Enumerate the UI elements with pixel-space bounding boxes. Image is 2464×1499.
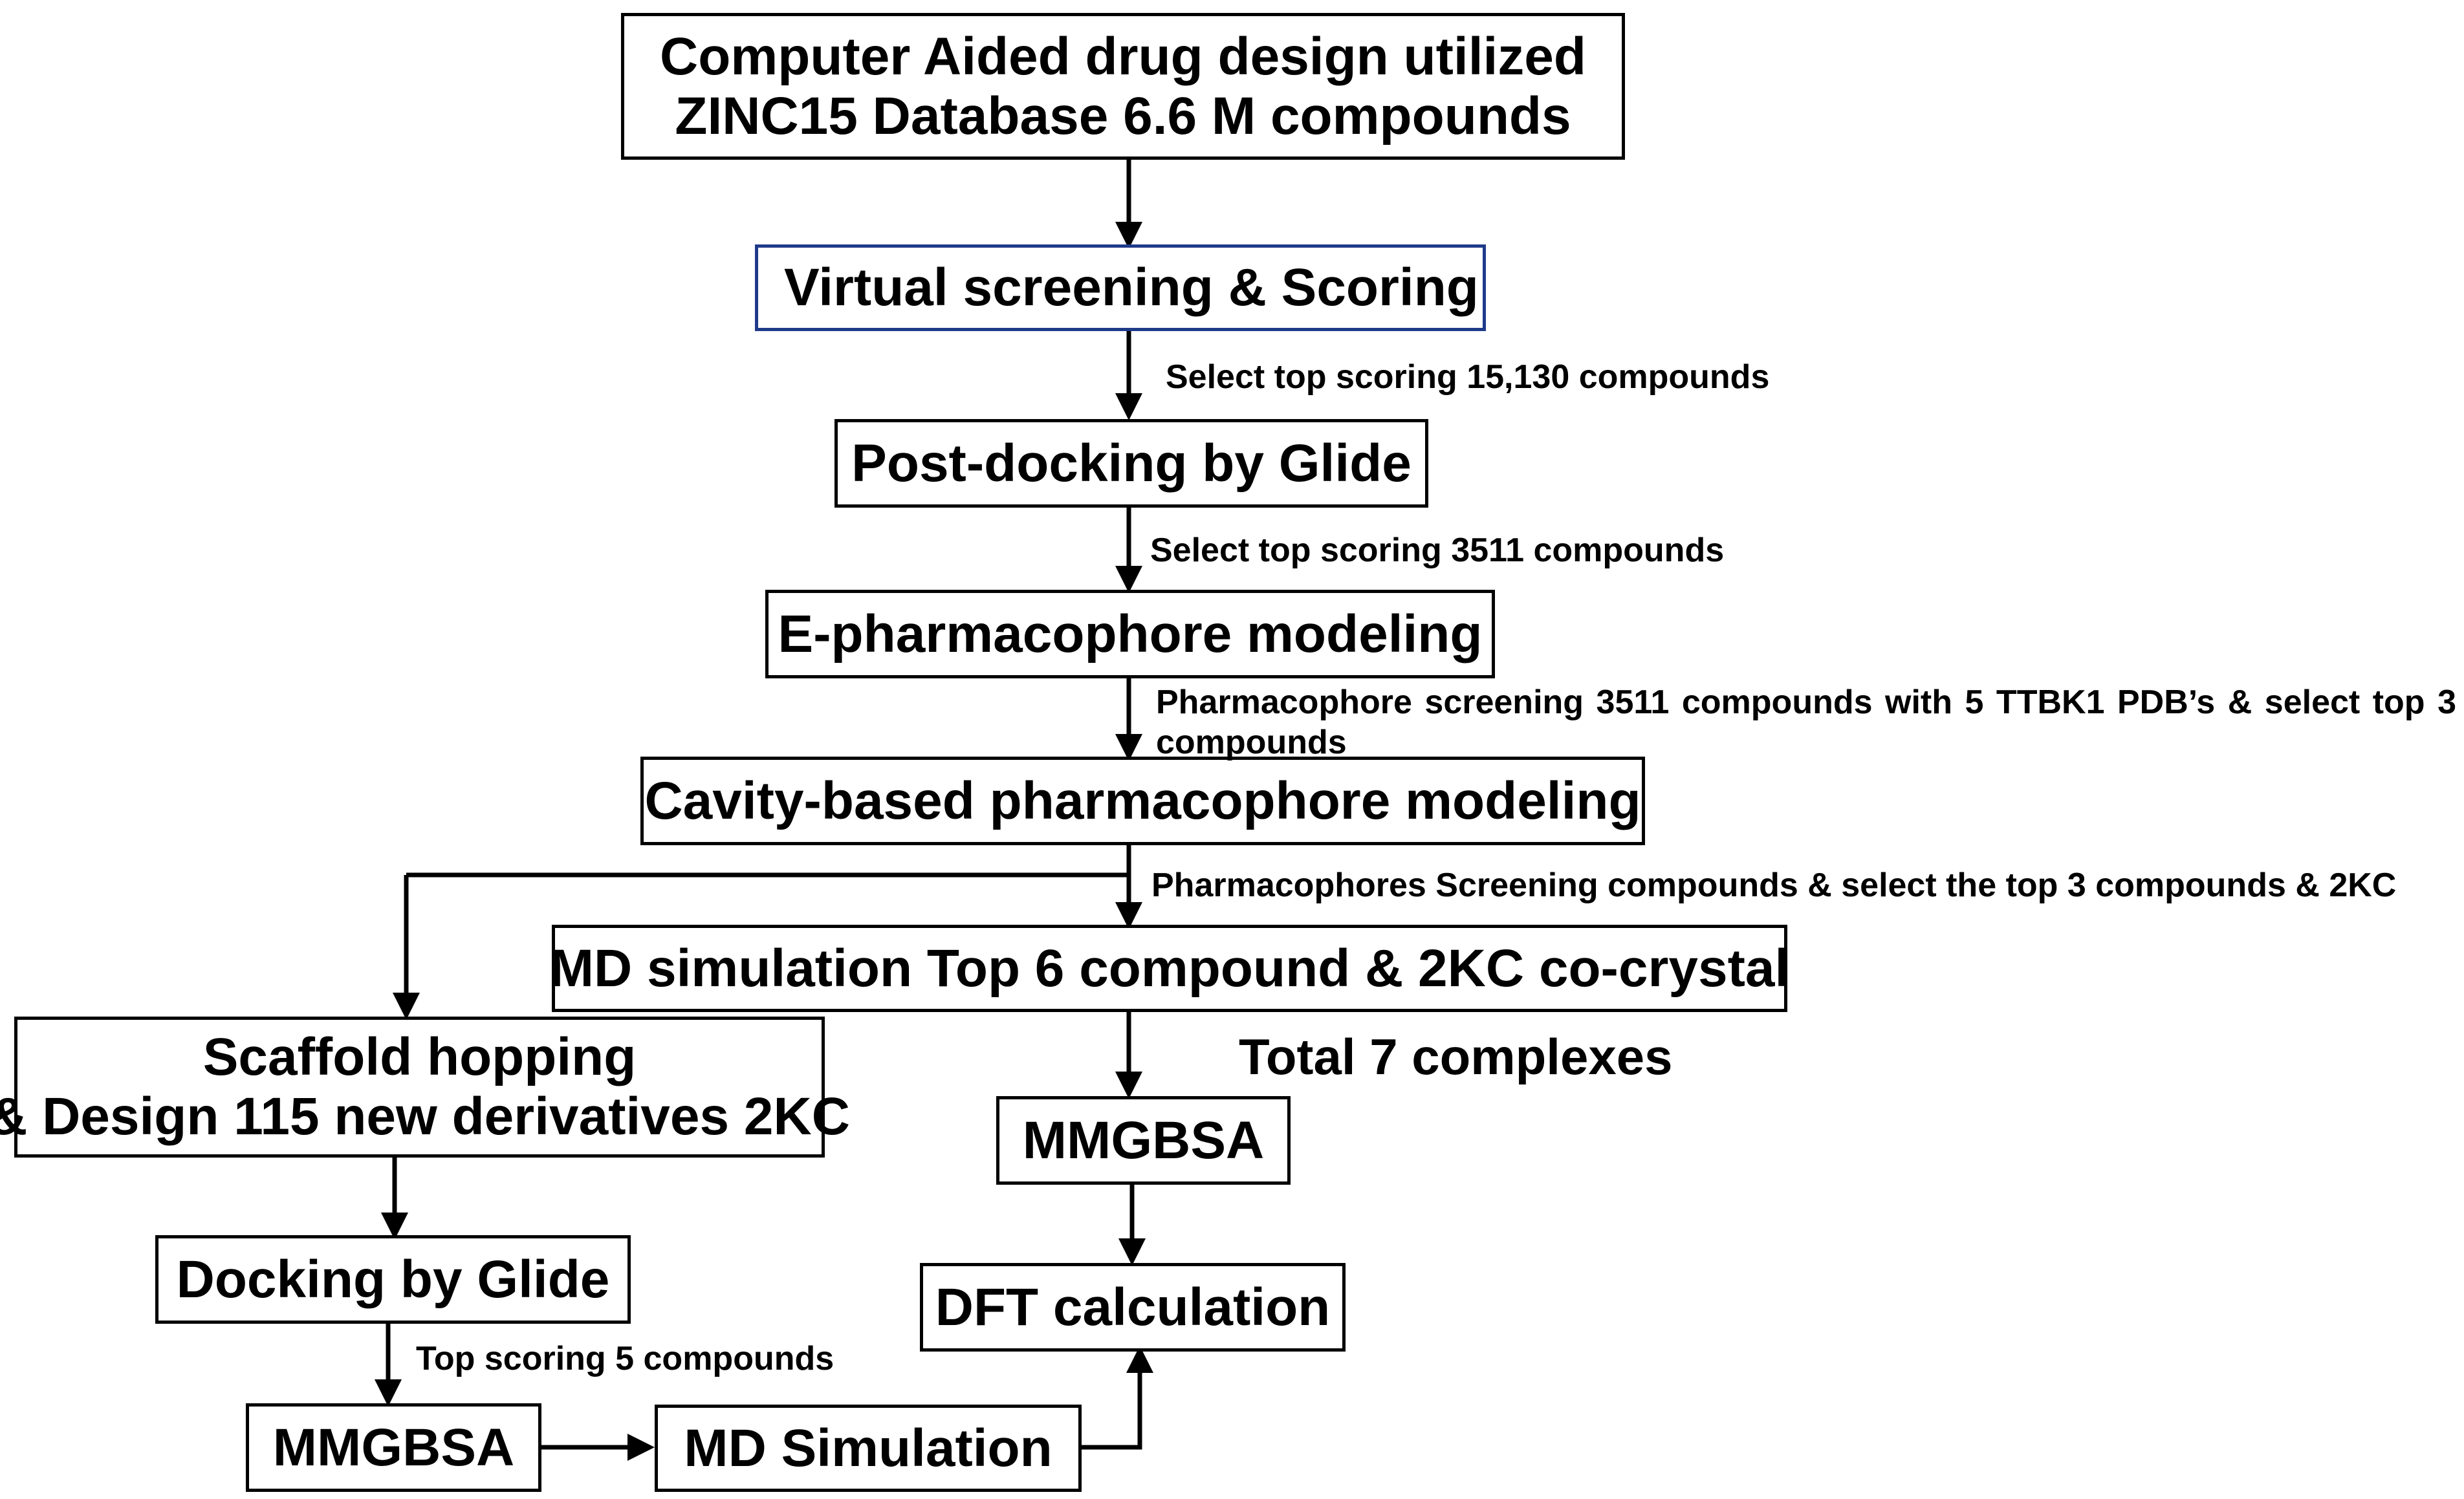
mmgbsa-right-label: MMGBSA [1022,1110,1265,1170]
virtual-screening-box: Virtual screening & Scoring [755,244,1486,331]
label-top-scoring-5: Top scoring 5 compounds [416,1340,834,1377]
e-pharmacophore-label: E-pharmacophore modeling [778,604,1483,663]
mmgbsa-left-label: MMGBSA [272,1418,515,1477]
mmgbsa-left-box: MMGBSA [246,1403,541,1492]
virtual-screening-label: Virtual screening & Scoring [784,258,1479,318]
scaffold-box-line1: Scaffold hopping [202,1028,637,1087]
mmgbsa-right-box: MMGBSA [996,1096,1291,1185]
label-pharmacophores-screening: Pharmacophores Screening compounds & sel… [1151,867,2397,904]
md-simulation-label: MD Simulation [684,1418,1052,1478]
label-select-15130: Select top scoring 15,130 compounds [1166,358,1770,396]
zinc-database-box: Computer Aided drug design utilized ZINC… [621,13,1625,160]
md-simulation-box: MD Simulation [655,1405,1082,1492]
cavity-pharmacophore-label: Cavity-based pharmacophore modeling [644,771,1641,830]
docking-glide-label: Docking by Glide [176,1249,610,1309]
zinc-box-line1: Computer Aided drug design utilized [660,27,1586,86]
dft-calculation-label: DFT calculation [935,1277,1331,1337]
post-docking-label: Post-docking by Glide [851,433,1412,493]
dft-calculation-box: DFT calculation [920,1263,1346,1352]
label-select-3511: Select top scoring 3511 compounds [1150,532,1725,569]
label-pharmacophore-screening: Pharmacophore screening 3511 compounds w… [1156,684,2456,762]
scaffold-box-line2: & Design 115 new derivatives 2KC [0,1087,850,1146]
e-pharmacophore-box: E-pharmacophore modeling [765,590,1495,678]
zinc-box-line2: ZINC15 Database 6.6 M compounds [675,86,1571,146]
arrow-mdsimulation-to-dft [1080,1346,1153,1450]
md-simulation-top6-label: MD simulation Top 6 compound & 2KC co-cr… [549,938,1790,998]
label-total-complexes: Total 7 complexes [1239,1028,1673,1085]
docking-glide-box: Docking by Glide [155,1235,631,1324]
post-docking-box: Post-docking by Glide [834,419,1428,508]
cavity-pharmacophore-box: Cavity-based pharmacophore modeling [640,757,1645,845]
scaffold-hopping-box: Scaffold hopping & Design 115 new deriva… [0,1017,850,1158]
md-simulation-top6-box: MD simulation Top 6 compound & 2KC co-cr… [549,925,1790,1012]
